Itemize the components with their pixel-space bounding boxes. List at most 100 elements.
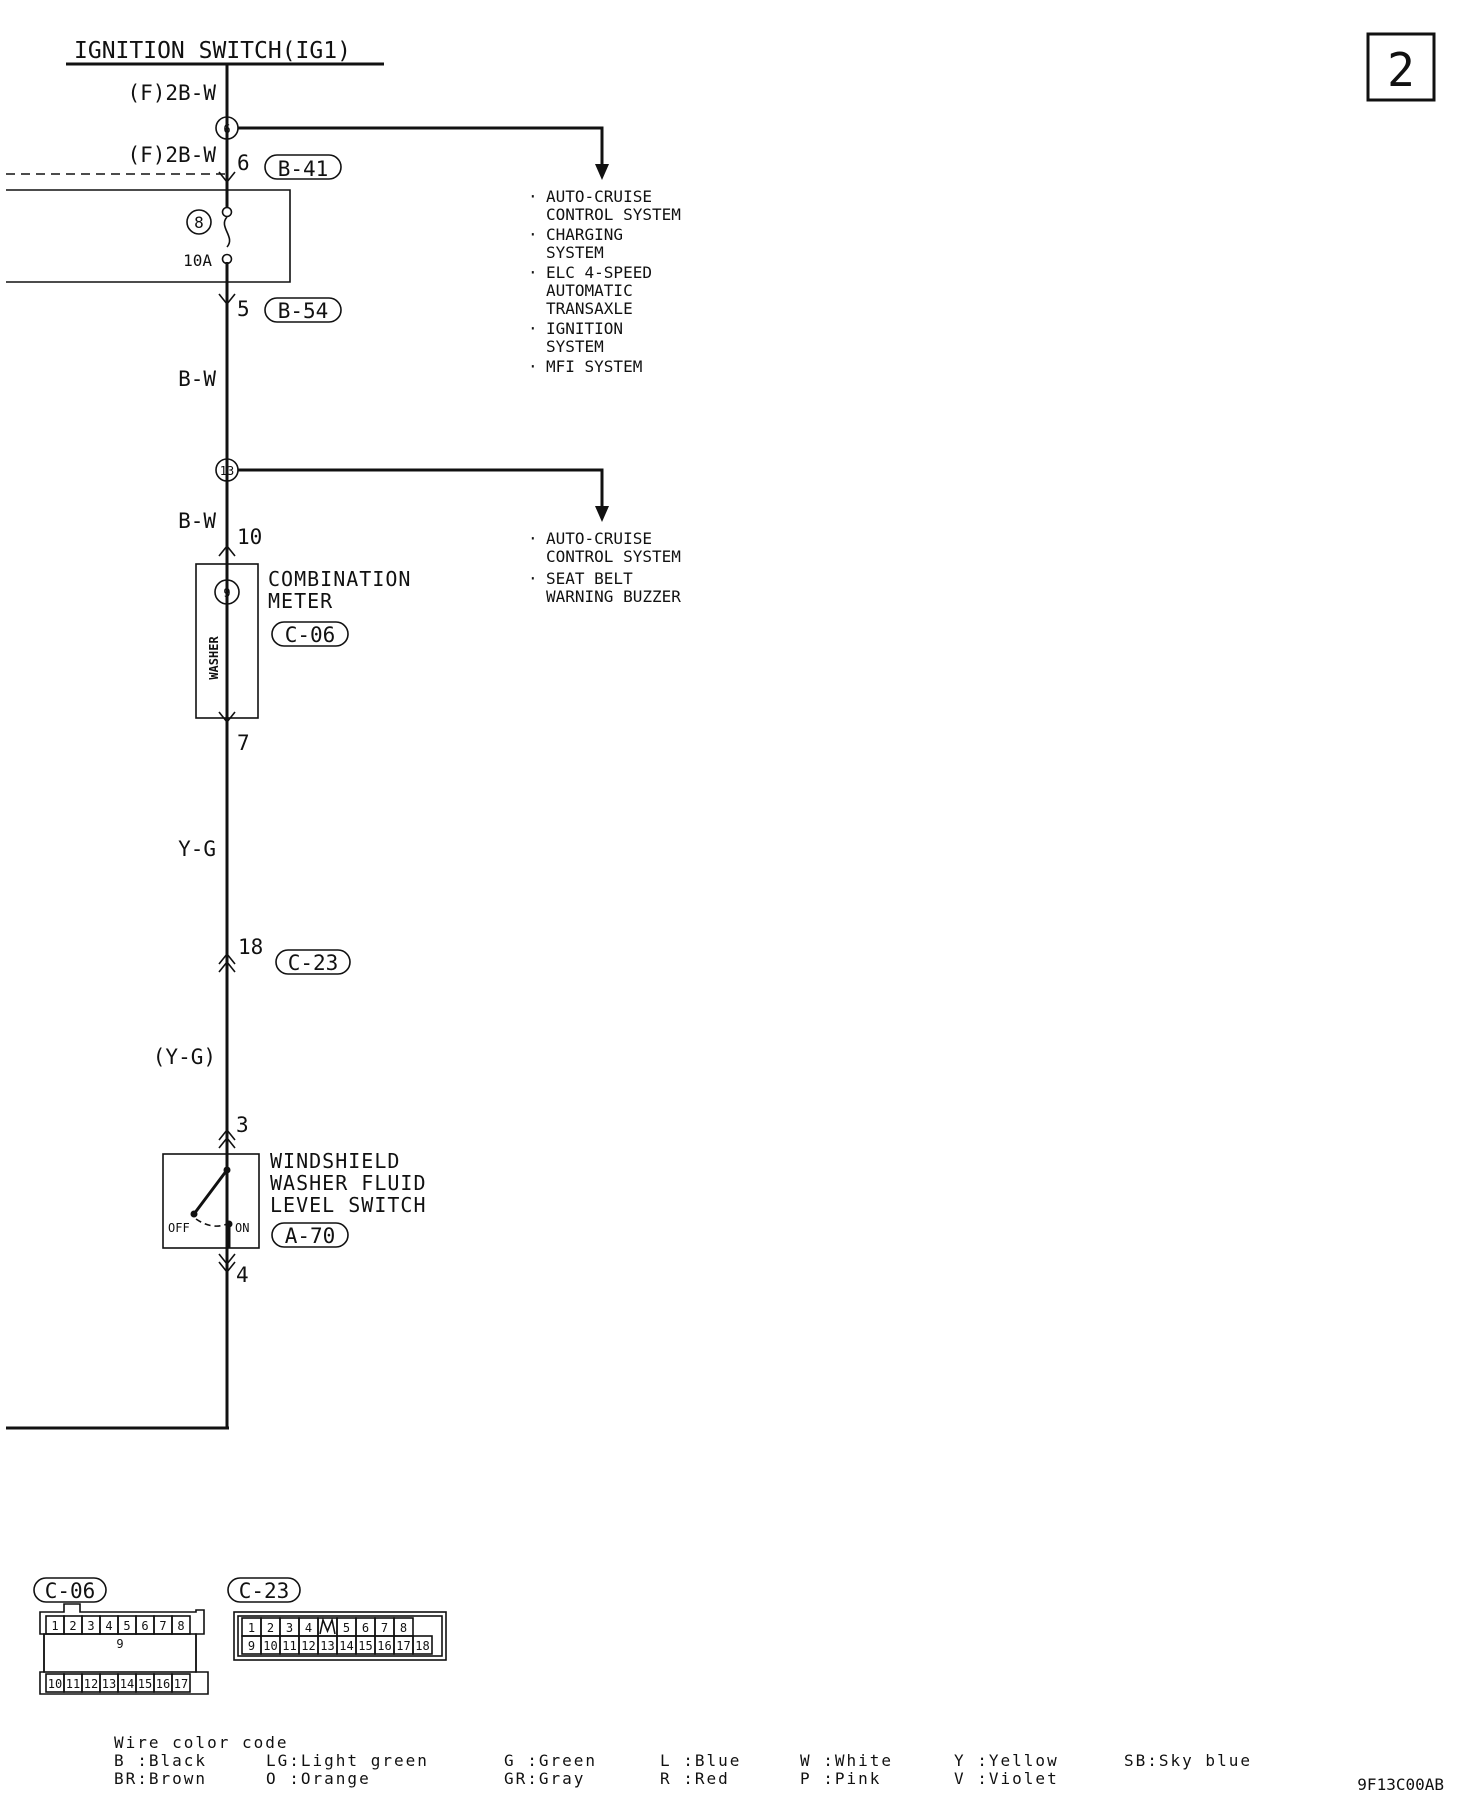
c06-pin-4-label: 4: [105, 1619, 112, 1633]
legend-w: W :White: [800, 1751, 893, 1770]
c23-pin-18-cell: [412, 1635, 433, 1655]
connector-c06-bottom-marker: [218, 711, 236, 724]
legend-r: R :Red: [660, 1769, 730, 1788]
c23-pin-9-label: 9: [248, 1639, 255, 1653]
c06-pin-17-label: 17: [174, 1677, 188, 1691]
branch-1-item-1-line-2: CONTROL SYSTEM: [546, 205, 681, 224]
c23-pin-2-label: 2: [267, 1621, 274, 1635]
c23-pin-17-label: 17: [396, 1639, 410, 1653]
branch-1-bullet-1: ·: [528, 187, 538, 206]
connector-c06-label: C-06: [285, 623, 336, 647]
wire-label-lower-2: (Y-G): [153, 1045, 216, 1069]
combination-meter-box: [195, 563, 259, 719]
c06-pin-3-label: 3: [87, 1619, 94, 1633]
combination-meter-name-1: COMBINATION: [268, 567, 411, 591]
c23-pin-8-label: 8: [400, 1621, 407, 1635]
wire-label-top-1: (F)2B-W: [127, 81, 216, 105]
fuse-number: 8: [194, 213, 204, 232]
legend-sb: SB:Sky blue: [1124, 1751, 1252, 1770]
switch-travel-path: [195, 1218, 228, 1227]
connector-a70-bottom-marker-1: [218, 1253, 236, 1266]
branch-2-wire: [238, 468, 604, 506]
legend-g: G :Green: [504, 1751, 597, 1770]
connector-b41-marker: [218, 171, 236, 184]
connector-a70-badge: [271, 1222, 349, 1248]
fuse-rating: 10A: [183, 251, 212, 270]
connector-c06-bottom-pin: 7: [237, 731, 250, 755]
connector-view-c23-badge: [227, 1577, 301, 1603]
branch-1-item-4-line-1: IGNITION: [546, 319, 623, 338]
c23-pin-4-label: 4: [305, 1621, 312, 1635]
wire-color-legend: Wire color code B :Black BR:Brown LG:Lig…: [114, 1733, 1252, 1788]
wire-label-top-2: (F)2B-W: [127, 143, 216, 167]
switch-off-label: OFF: [168, 1221, 190, 1235]
c23-pin-15-label: 15: [358, 1639, 372, 1653]
wire-label-lower-1: Y-G: [178, 837, 216, 861]
branch-2-item-1-line-2: CONTROL SYSTEM: [546, 547, 681, 566]
c23-housing-outline: [233, 1611, 447, 1661]
c06-pin-7-label: 7: [159, 1619, 166, 1633]
c23-pin-1-label: 1: [248, 1621, 255, 1635]
washer-inner-label: WASHER: [207, 636, 221, 680]
branch-1-item-3-line-1: ELC 4-SPEED: [546, 263, 652, 282]
connector-b41-label: B-41: [278, 157, 329, 181]
branch-2-bullet-2: ·: [528, 569, 538, 588]
c23-pin-13-label: 13: [320, 1639, 334, 1653]
c06-pin-17-cell: [171, 1673, 191, 1693]
switch-off-contact: [190, 1210, 198, 1218]
diagram-title: IGNITION SWITCH(IG1): [74, 38, 351, 64]
connector-view-c06-badge: [33, 1577, 107, 1603]
connector-a70-top-marker-1: [218, 1128, 236, 1141]
branch-1-item-4-line-2: SYSTEM: [546, 337, 604, 356]
branch-2-arrow: [595, 506, 609, 522]
fuse-terminal-bottom: [221, 253, 233, 265]
c23-pin-6-label: 6: [362, 1621, 369, 1635]
legend-title: Wire color code: [114, 1733, 289, 1752]
figure-code: 9F13C00AB: [1357, 1775, 1444, 1794]
connector-view-c23-label: C-23: [239, 1579, 290, 1603]
connector-c06-top-marker: [218, 544, 236, 557]
washer-lamp-number: 9: [223, 586, 230, 600]
branch-1-item-3-line-3: TRANSAXLE: [546, 299, 633, 318]
branch-1-item-2-line-2: SYSTEM: [546, 243, 604, 262]
legend-y: Y :Yellow: [954, 1751, 1059, 1770]
switch-blade: [192, 1169, 229, 1215]
branch-1-arrow: [595, 164, 609, 180]
c23-pin-7-label: 7: [381, 1621, 388, 1635]
page-number: 2: [1387, 43, 1415, 97]
connector-a70-top-marker-2: [218, 1136, 236, 1149]
connector-c23-pin: 18: [238, 935, 263, 959]
fuse-gap: [220, 208, 234, 262]
connector-c23-marker-2: [218, 960, 236, 973]
c23-pin-18-label: 18: [415, 1639, 429, 1653]
legend-o: O :Orange: [266, 1769, 371, 1788]
washer-switch-name-3: LEVEL SWITCH: [270, 1193, 427, 1217]
branch-2-item-2-line-2: WARNING BUZZER: [546, 587, 681, 606]
c23-pin-12-label: 12: [301, 1639, 315, 1653]
branch-1-item-2-line-1: CHARGING: [546, 225, 623, 244]
branch-1-item-3-line-2: AUTOMATIC: [546, 281, 633, 300]
combination-meter-name-2: METER: [268, 589, 333, 613]
legend-l: L :Blue: [660, 1751, 741, 1770]
connector-b54-label: B-54: [278, 299, 329, 323]
junction-block-outline: [6, 189, 291, 283]
c06-pin-13-label: 13: [102, 1677, 116, 1691]
branch-1-wire: [238, 126, 604, 164]
connector-a70-top-pin: 3: [236, 1113, 249, 1137]
c23-pin-blank-blank-mark: [319, 1617, 336, 1635]
branch-1-bullet-5: ·: [528, 357, 538, 376]
wire-label-mid-2: B-W: [178, 509, 216, 533]
fuse-element: [223, 216, 231, 248]
c23-pin-14-label: 14: [339, 1639, 353, 1653]
c23-pin-3-label: 3: [286, 1621, 293, 1635]
legend-b: B :Black: [114, 1751, 207, 1770]
c06-pin-8-label: 8: [177, 1619, 184, 1633]
c06-pin-14-label: 14: [120, 1677, 134, 1691]
branch-2-list: · AUTO-CRUISE CONTROL SYSTEM · SEAT BELT…: [528, 529, 681, 606]
splice-13-label: 13: [220, 464, 234, 478]
connector-view-c06-label: C-06: [45, 1579, 96, 1603]
